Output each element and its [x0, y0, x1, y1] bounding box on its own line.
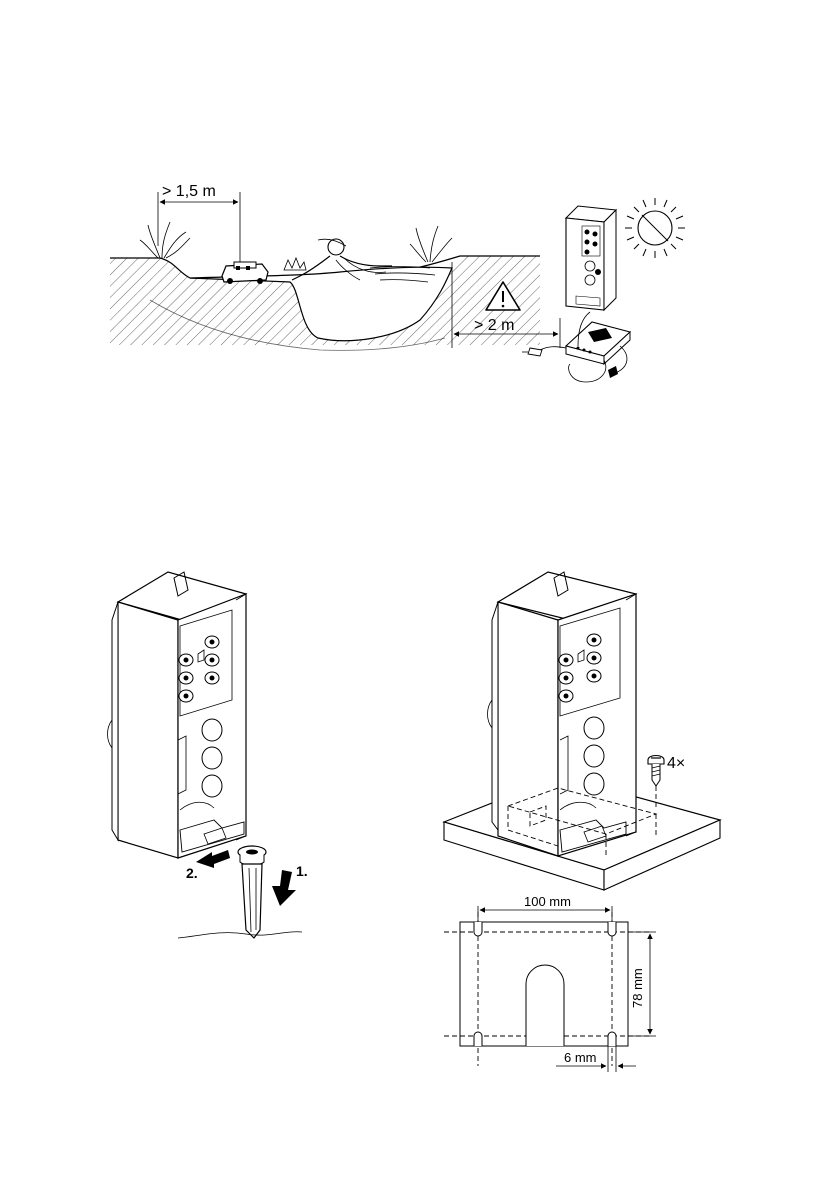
step1-label: 1.	[296, 863, 308, 879]
step2-arrow: 2.	[186, 850, 230, 881]
screws-count-label: 4×	[667, 755, 685, 772]
ground-stake	[238, 846, 266, 938]
mower-distance-label: > 1,5 m	[162, 183, 216, 200]
stake-mount-scene: 1. 2.	[108, 572, 308, 938]
reed-plant-left	[140, 222, 190, 258]
hole-width-label: 6 mm	[564, 1050, 597, 1065]
drilling-template: 100 mm 78 mm 6 mm	[444, 894, 656, 1072]
step2-label: 2.	[186, 865, 198, 881]
water-lily	[284, 258, 306, 270]
step1-arrow: 1.	[272, 863, 308, 906]
charging-station-box	[566, 206, 616, 310]
reed-plant-right	[410, 226, 452, 262]
width-label: 100 mm	[524, 894, 571, 909]
height-label: 78 mm	[630, 968, 645, 1008]
robot-mower	[222, 262, 268, 284]
pond-scene: > 1,5 m > 2 m	[105, 183, 685, 382]
power-distance-label: > 2 m	[474, 317, 514, 334]
ground-line	[178, 932, 302, 938]
sun-icon	[625, 198, 685, 258]
mower-distance-dimension: > 1,5 m	[158, 183, 240, 262]
base-mount-scene: 4× 100 mm 78 mm	[444, 572, 720, 1072]
